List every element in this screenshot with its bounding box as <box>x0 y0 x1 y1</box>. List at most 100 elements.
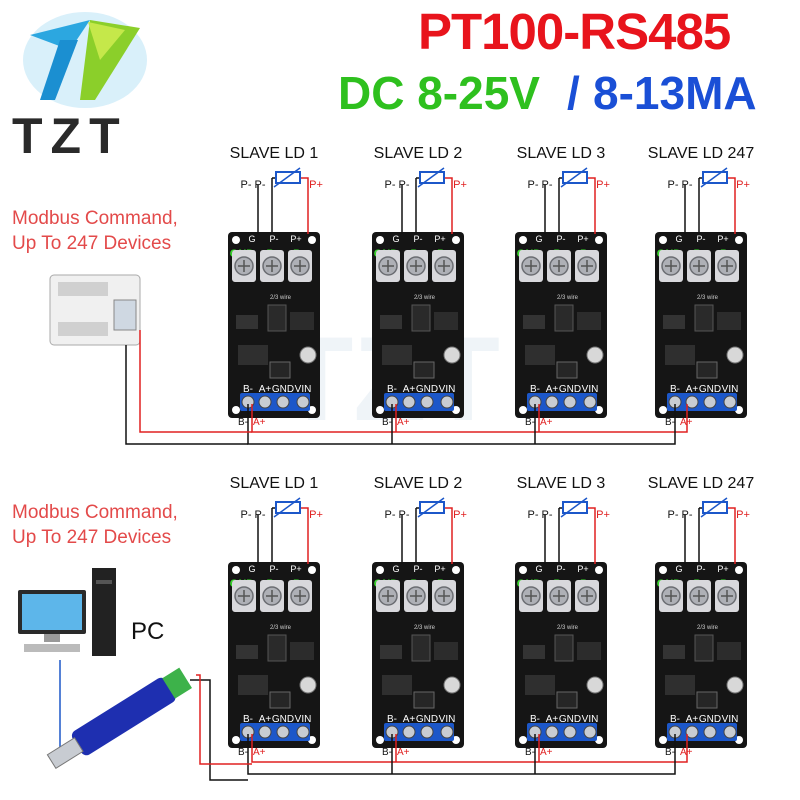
capacitor <box>586 676 604 694</box>
capacitor <box>299 676 317 694</box>
bottom-terminal-block <box>240 393 310 411</box>
screw-slot <box>553 260 565 272</box>
bottom-pin-label: GND <box>416 384 438 395</box>
plc-terminal-row <box>58 322 108 336</box>
mount-hole <box>232 236 240 244</box>
sensor-wire-red <box>727 507 736 564</box>
screw-slot <box>693 590 705 602</box>
bottom-screw <box>583 395 597 409</box>
sensor-arrow <box>273 167 301 188</box>
silk-p-plus: P+ <box>577 234 588 244</box>
bottom-terminal-block <box>527 393 597 411</box>
bottom-pin-label: GND <box>559 384 581 395</box>
sensor-p-minus-label: P- <box>668 509 679 521</box>
component-chip <box>663 315 685 329</box>
silk-p-plus: P+ <box>290 564 301 574</box>
rs485-chip <box>269 361 291 379</box>
silk-p-minus: P- <box>697 564 706 574</box>
sensor-p-minus-label: P- <box>528 509 539 521</box>
mount-hole <box>308 236 316 244</box>
command-line-1: Modbus Command, <box>12 208 178 229</box>
screw-slot <box>382 260 394 272</box>
module-board: GP-P+GNDP-P+2/3 wireB-A+GNDVINP-P-P+B-A+… <box>648 475 755 758</box>
mount-hole <box>376 736 384 744</box>
sensor-p-minus-label: P- <box>241 509 252 521</box>
component-block <box>717 642 741 660</box>
component-chip <box>236 315 258 329</box>
component-block <box>290 642 314 660</box>
logo-text: TZT <box>12 108 128 164</box>
bottom-pin-label: B- <box>243 714 253 725</box>
sensor-wire-red <box>444 507 453 564</box>
tower-bay <box>96 580 112 584</box>
component-regulator <box>665 345 695 365</box>
silk-p-minus: P- <box>414 234 423 244</box>
bottom-screw <box>296 395 310 409</box>
capacitor <box>443 346 461 364</box>
bus-a-plus-label: A+ <box>253 747 266 758</box>
sensor-arrow <box>417 497 445 518</box>
sensor-p-minus-label-2: P- <box>399 509 410 521</box>
plc-panel <box>113 299 137 331</box>
screw-slot <box>266 260 278 272</box>
bus-b-minus-label: B- <box>525 747 535 758</box>
component-chip <box>380 315 402 329</box>
module-board: GP-P+GNDP-P+2/3 wireB-A+GNDVINP-P-P+B-A+… <box>228 145 323 428</box>
module-board: GP-P+GNDP-P+2/3 wireB-A+GNDVINP-P-P+B-A+… <box>515 145 610 428</box>
slave-label: SLAVE LD 2 <box>374 475 463 492</box>
bottom-screw <box>685 725 699 739</box>
bottom-screw <box>703 395 717 409</box>
mount-hole <box>376 566 384 574</box>
screw-slot <box>294 590 306 602</box>
bottom-screw <box>258 725 272 739</box>
wire-mode-label: 2/3 wire <box>270 295 292 301</box>
bottom-screw <box>545 395 559 409</box>
slave-label: SLAVE LD 1 <box>230 145 319 162</box>
bottom-screw <box>402 395 416 409</box>
bottom-pin-label: A+ <box>259 384 272 395</box>
sensor-p-minus-label-2: P- <box>542 509 553 521</box>
mount-hole <box>659 406 667 414</box>
component-ic <box>694 634 714 662</box>
bottom-terminal-block <box>667 393 737 411</box>
component-block <box>577 642 601 660</box>
sensor-p-minus-label-2: P- <box>399 179 410 191</box>
bottom-pin-label: A+ <box>403 714 416 725</box>
command-line-1: Modbus Command, <box>12 502 178 523</box>
bus-a-plus-label: A+ <box>540 417 553 428</box>
silk-p-plus: P+ <box>577 564 588 574</box>
sensor-p-plus-label: P+ <box>309 509 323 521</box>
bus-b-minus-label: B- <box>238 747 248 758</box>
sensor-p-minus-label-2: P- <box>542 179 553 191</box>
mount-hole <box>735 566 743 574</box>
bottom-pin-label: GND <box>272 384 294 395</box>
mount-hole <box>452 236 460 244</box>
sensor-p-minus-label: P- <box>385 179 396 191</box>
bottom-pin-label: A+ <box>686 714 699 725</box>
bottom-pin-label: B- <box>670 384 680 395</box>
mount-hole <box>595 236 603 244</box>
bottom-screw <box>685 395 699 409</box>
sensor-arrow <box>273 497 301 518</box>
component-ic <box>411 304 431 332</box>
sensor-arrow <box>417 167 445 188</box>
monitor-stand <box>44 634 60 642</box>
command-line-2: Up To 247 Devices <box>12 527 172 548</box>
screw-slot <box>525 590 537 602</box>
sensor-wire-red <box>444 177 453 234</box>
component-chip <box>523 315 545 329</box>
spec-separator: / <box>567 67 580 119</box>
sensor-p-minus-label: P- <box>528 179 539 191</box>
bottom-screw <box>420 395 434 409</box>
wire-mode-label: 2/3 wire <box>557 295 579 301</box>
mount-hole <box>376 406 384 414</box>
mount-hole <box>452 566 460 574</box>
bottom-screw <box>420 725 434 739</box>
mount-hole <box>232 406 240 414</box>
rs485-chip <box>696 361 718 379</box>
usb-plug <box>46 737 84 770</box>
bottom-pin-label: GND <box>272 714 294 725</box>
component-block <box>717 312 741 330</box>
